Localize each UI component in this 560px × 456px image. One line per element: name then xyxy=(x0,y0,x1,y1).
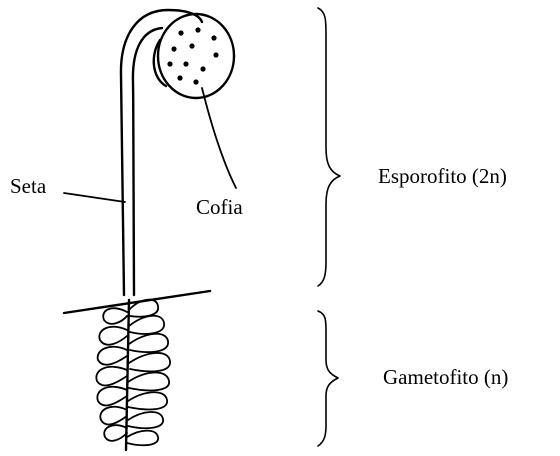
gametophyte-drawing xyxy=(96,300,170,450)
left-leaves xyxy=(96,308,127,441)
label-seta: Seta xyxy=(10,174,47,198)
capsule xyxy=(154,14,234,98)
capsule-body xyxy=(158,14,234,98)
label-gametofito: Gametofito (n) xyxy=(383,365,508,389)
right-leaves xyxy=(127,300,170,446)
spore-dots xyxy=(167,27,218,84)
sporophyte-brace xyxy=(318,8,340,286)
seta-stalk-inner xyxy=(133,28,162,295)
label-esporofito: Esporofito (2n) xyxy=(378,164,507,188)
sporophyte-drawing xyxy=(121,10,234,295)
label-cofia: Cofia xyxy=(196,195,243,219)
seta-leader-line xyxy=(64,193,125,202)
gametophyte-brace xyxy=(318,311,338,446)
cofia-leader-line xyxy=(202,88,236,188)
ground-line xyxy=(64,291,210,313)
